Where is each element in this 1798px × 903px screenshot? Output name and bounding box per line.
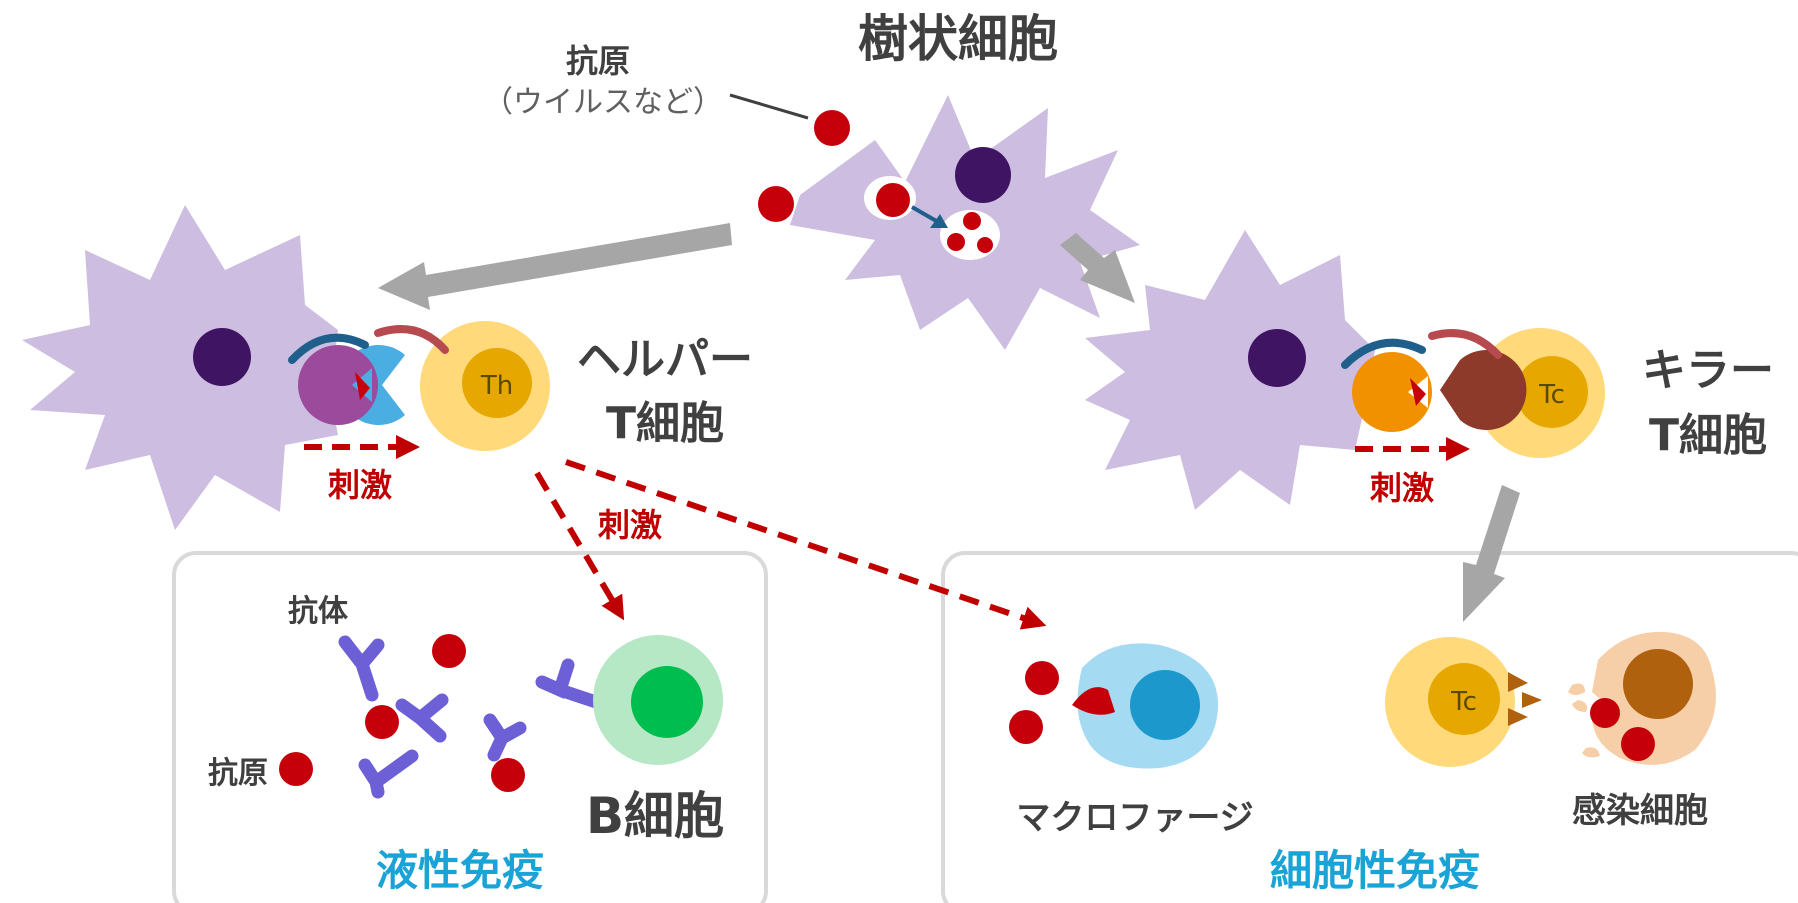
- antigen-sublabel: （ウイルスなど）: [483, 85, 723, 120]
- co-stimulator-blue: [288, 333, 369, 364]
- antibody-group: [338, 635, 603, 799]
- infected-label: 感染細胞: [1572, 791, 1708, 831]
- dendritic-nucleus: [1248, 329, 1306, 387]
- arrow-killer-to-tc: [1463, 485, 1520, 622]
- antigen-label: 抗原: [566, 42, 630, 80]
- stimulus-arrow-to-macrophage: [565, 459, 1047, 630]
- helper-t-complex: [288, 321, 550, 451]
- antigen-dot: [758, 186, 794, 222]
- helper-cell-label: Th: [480, 371, 513, 401]
- arrow-to-killer: [1060, 233, 1135, 303]
- perforin-icon: [1508, 672, 1542, 726]
- antigen-dot: [365, 705, 399, 739]
- dendritic-nucleus: [193, 328, 251, 386]
- antigen-fragment: [963, 212, 981, 230]
- antigen-pointer-line: [729, 93, 809, 120]
- humoral-antigen-label: 抗原: [208, 756, 268, 791]
- co-stimulator-red: [374, 325, 449, 354]
- killer-line2: T細胞: [1649, 410, 1767, 461]
- arrow-to-helper: [378, 223, 732, 310]
- antigen-dot: [432, 634, 466, 668]
- antigen-dot: [491, 758, 525, 792]
- stimulus-label-killer: 刺激: [1370, 469, 1434, 507]
- antigen-fragment: [977, 237, 993, 253]
- dendritic-cell-left: [22, 205, 338, 530]
- antigen-dot: [279, 752, 313, 786]
- bcell-label: B細胞: [586, 787, 724, 845]
- helper-line2: T細胞: [606, 398, 724, 449]
- co-stimulator-red: [1428, 329, 1502, 359]
- antibody-icon: [395, 693, 449, 743]
- macrophage-label: マクロファージ: [1016, 798, 1253, 838]
- cellular-immunity-box: [941, 551, 1798, 903]
- killer-t-nucleus: [1516, 356, 1588, 428]
- antibody-icon: [338, 635, 385, 702]
- antibody-label: 抗体: [288, 594, 349, 629]
- dendritic-cell-right: [1085, 230, 1375, 510]
- antigen-fragment: [947, 233, 965, 251]
- helper-t-nucleus: [462, 348, 532, 418]
- killer-cell-label: Tc: [1538, 380, 1565, 410]
- infected-nucleus: [1623, 649, 1693, 719]
- antibody-icon: [358, 749, 419, 799]
- stimulus-arrow-to-bcell: [534, 471, 625, 621]
- macrophage-nucleus: [1130, 670, 1200, 740]
- helper-line1: ヘルパー: [577, 334, 753, 385]
- killer-line1: キラー: [1642, 345, 1774, 396]
- tc-nucleus: [1428, 663, 1500, 735]
- killer-t-complex: [1341, 328, 1605, 458]
- antigen-dot: [1025, 661, 1059, 695]
- mhc-purple: [298, 345, 378, 425]
- infected-cell: [1568, 631, 1716, 765]
- dendritic-cell-top: [790, 95, 1140, 350]
- co-stimulator-blue: [1341, 338, 1426, 369]
- dendritic-nucleus: [955, 147, 1011, 203]
- cellular-title: 細胞性免疫: [1270, 846, 1480, 895]
- antigen-dot: [1009, 710, 1043, 744]
- mhc-orange: [1352, 352, 1432, 432]
- title-dendritic-cell: 樹状細胞: [858, 10, 1058, 68]
- macrophage: [1072, 643, 1219, 769]
- tc-cell-label: Tc: [1450, 687, 1477, 717]
- antibody-icon: [535, 658, 603, 709]
- antigen-dot: [814, 110, 850, 146]
- tcr-receptor-brown: [1440, 349, 1527, 430]
- humoral-title: 液性免疫: [376, 846, 544, 895]
- b-cell-nucleus: [631, 666, 703, 738]
- stimulus-label-middle: 刺激: [598, 506, 662, 544]
- humoral-immunity-box: [172, 551, 768, 903]
- stimulus-label-helper: 刺激: [328, 466, 392, 504]
- antibody-icon: [483, 713, 527, 762]
- antigen-dot: [876, 183, 910, 217]
